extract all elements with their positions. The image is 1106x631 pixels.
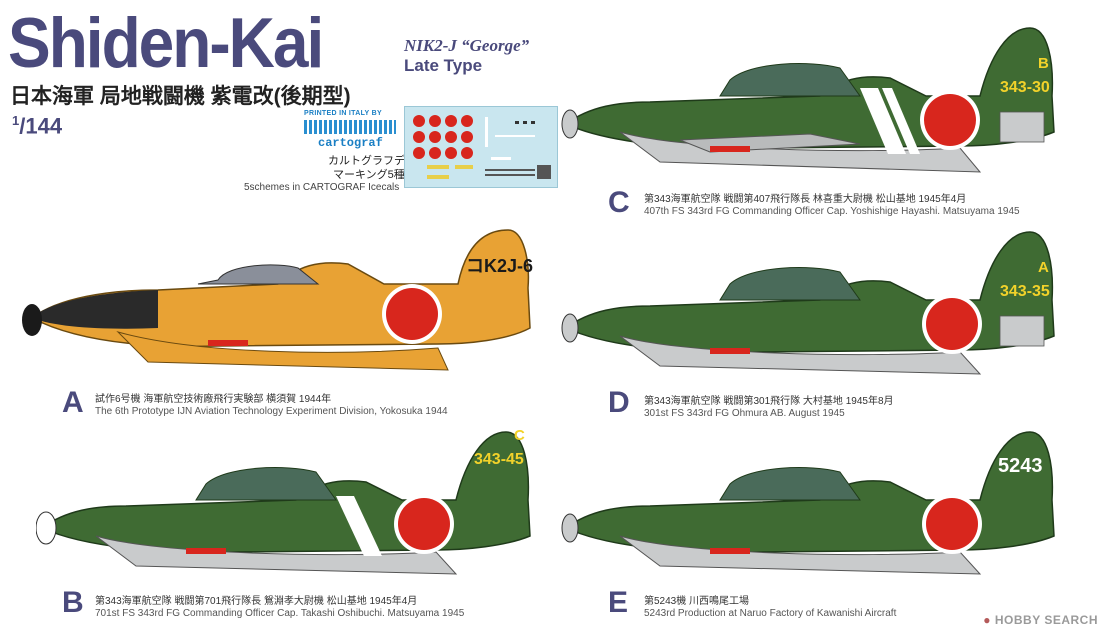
- tail-code-a: コK2J-6: [466, 256, 533, 276]
- decal-jp-line2: マーキング5種入: [333, 169, 416, 181]
- scheme-letter-d: D: [608, 386, 630, 419]
- caption-jp-b: 第343海軍航空隊 戦闘第701飛行隊長 鴛淵孝大尉機 松山基地 1945年4月: [95, 596, 418, 607]
- caption-en-a: The 6th Prototype IJN Aviation Technolog…: [95, 406, 448, 417]
- aircraft-illustration-a: コK2J-6: [22, 229, 533, 371]
- tail-letter-c: B: [1038, 55, 1049, 72]
- tail-letter-d: A: [1038, 259, 1049, 276]
- aircraft-illustration-b: C 343-45: [36, 427, 531, 575]
- caption-en-d: 301st FS 343rd FG Ohmura AB. August 1945: [644, 408, 845, 419]
- tail-code-c: 343-30: [1000, 79, 1050, 96]
- caption-jp-e: 第5243機 川西鳴尾工場: [644, 596, 750, 607]
- caption-jp-a: 試作6号機 海軍航空技術廠飛行実験部 横須賀 1944年: [95, 394, 332, 405]
- scheme-letter-a: A: [62, 386, 84, 419]
- scheme-letter-e: E: [608, 586, 629, 619]
- decal-sheet-image: [404, 106, 558, 188]
- tail-code-d: 343-35: [1000, 283, 1050, 300]
- scheme-letter-b: B: [62, 586, 84, 619]
- tail-letter-b: C: [514, 427, 525, 444]
- japanese-title: 日本海軍 局地戦闘機 紫電改(後期型): [10, 85, 351, 108]
- hobby-search-icon: ●: [983, 613, 992, 627]
- caption-jp-c: 第343海軍航空隊 戦闘第407飛行隊長 林喜重大尉機 松山基地 1945年4月: [644, 194, 967, 205]
- watermark-text: HOBBY SEARCH: [994, 613, 1098, 627]
- tail-code-e: 5243: [998, 455, 1043, 477]
- model-designation: NIK2-J “George”: [404, 36, 530, 55]
- scale-numerator: 1: [12, 113, 20, 128]
- scale-label: 1/144: [12, 113, 63, 139]
- caption-en-e: 5243rd Production at Naruo Factory of Ka…: [644, 608, 897, 619]
- scale-denominator: 144: [25, 113, 63, 139]
- aircraft-illustration-c: B 343-30: [561, 27, 1055, 173]
- tail-code-b: 343-45: [474, 451, 524, 468]
- watermark: ● HOBBY SEARCH: [983, 613, 1098, 627]
- schemes-note: 5schemes in CARTOGRAF Icecals: [244, 182, 400, 193]
- caption-en-c: 407th FS 343rd FG Commanding Officer Cap…: [644, 206, 1020, 217]
- caption-jp-d: 第343海軍航空隊 戦闘第301飛行隊 大村基地 1945年8月: [644, 396, 894, 407]
- page-title: Shiden-Kai: [8, 3, 324, 83]
- scheme-letter-c: C: [608, 186, 630, 219]
- aircraft-illustration-e: 5243: [561, 431, 1055, 575]
- cartograf-brand: cartograf: [318, 136, 383, 150]
- printed-by-label: PRINTED IN ITALY BY: [304, 110, 382, 117]
- model-type: Late Type: [404, 56, 483, 75]
- cartograf-logo-lines: [304, 120, 396, 134]
- aircraft-illustration-d: A 343-35: [561, 231, 1055, 375]
- caption-en-b: 701st FS 343rd FG Commanding Officer Cap…: [95, 608, 465, 619]
